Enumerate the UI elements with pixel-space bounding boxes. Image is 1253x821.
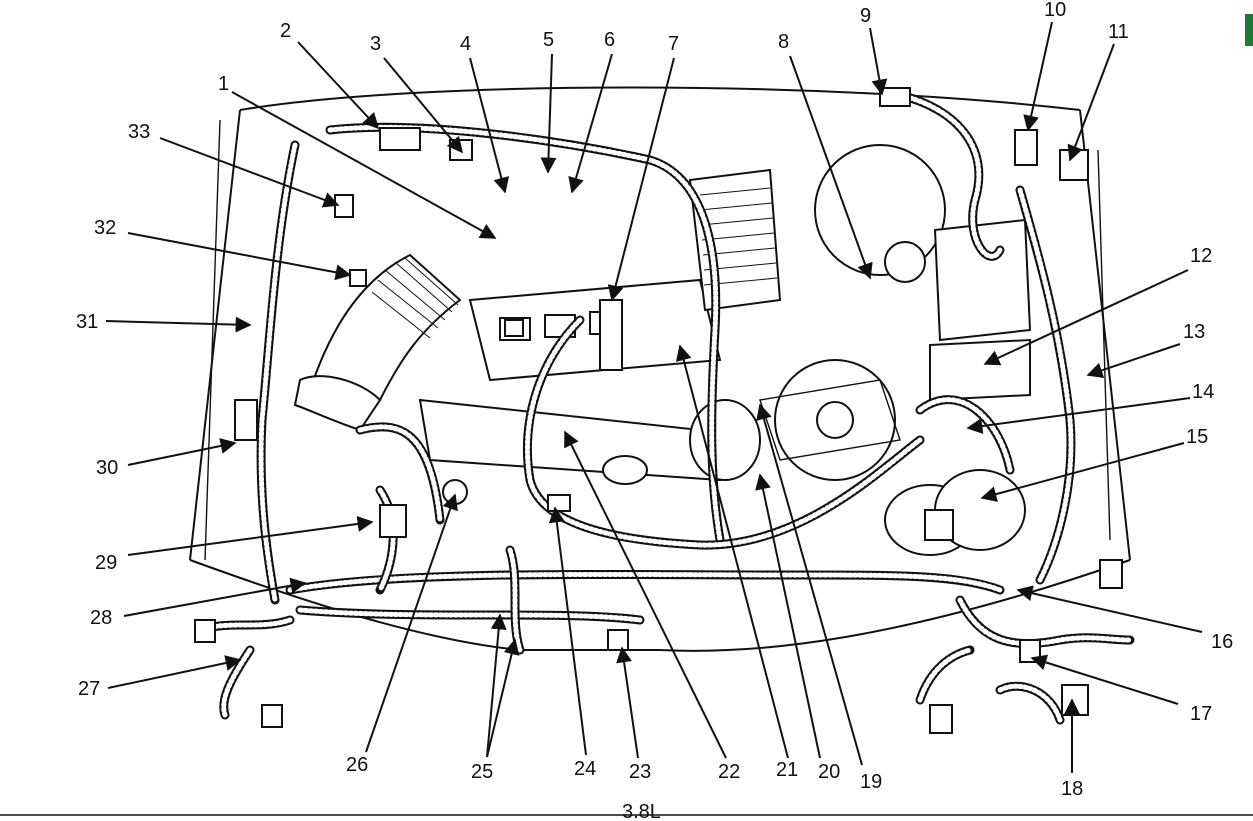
engine-caption: 3.8L (622, 801, 661, 821)
callout-4: 4 (460, 33, 471, 55)
callout-9: 9 (860, 5, 871, 27)
callout-23: 23 (629, 761, 651, 783)
callout-18: 18 (1061, 778, 1083, 800)
callout-3: 3 (370, 33, 381, 55)
callout-25: 25 (471, 761, 493, 783)
callout-21: 21 (776, 759, 798, 781)
callout-2: 2 (280, 20, 291, 42)
callout-labels: 1 2 3 4 5 6 7 8 9 10 11 12 13 14 15 16 1… (76, 0, 1233, 800)
callout-15: 15 (1186, 426, 1208, 448)
callout-16: 16 (1211, 631, 1233, 653)
callout-17: 17 (1190, 703, 1212, 725)
callout-28: 28 (90, 607, 112, 629)
callout-26: 26 (346, 754, 368, 776)
callout-10: 10 (1044, 0, 1066, 21)
callout-5: 5 (543, 29, 554, 51)
callout-30: 30 (96, 457, 118, 479)
connectors (194, 87, 1123, 734)
engine-compartment (0, 86, 1253, 816)
callout-8: 8 (778, 31, 789, 53)
callout-6: 6 (604, 29, 615, 51)
callout-20: 20 (818, 761, 840, 783)
callout-12: 12 (1190, 245, 1212, 267)
callout-1: 1 (218, 73, 229, 95)
corner-tab (1245, 14, 1253, 46)
callout-31: 31 (76, 311, 98, 333)
callout-33: 33 (128, 121, 150, 143)
leader-lines (105, 21, 1203, 773)
callout-11: 11 (1108, 21, 1129, 43)
callout-27: 27 (78, 678, 100, 700)
callout-24: 24 (574, 758, 596, 780)
callout-22: 22 (718, 761, 740, 783)
callout-19: 19 (860, 771, 882, 793)
engine-parts (293, 144, 1032, 556)
callout-13: 13 (1183, 321, 1205, 343)
callout-29: 29 (95, 552, 117, 574)
callout-7: 7 (668, 33, 679, 55)
callout-32: 32 (94, 217, 116, 239)
callout-14: 14 (1192, 381, 1214, 403)
